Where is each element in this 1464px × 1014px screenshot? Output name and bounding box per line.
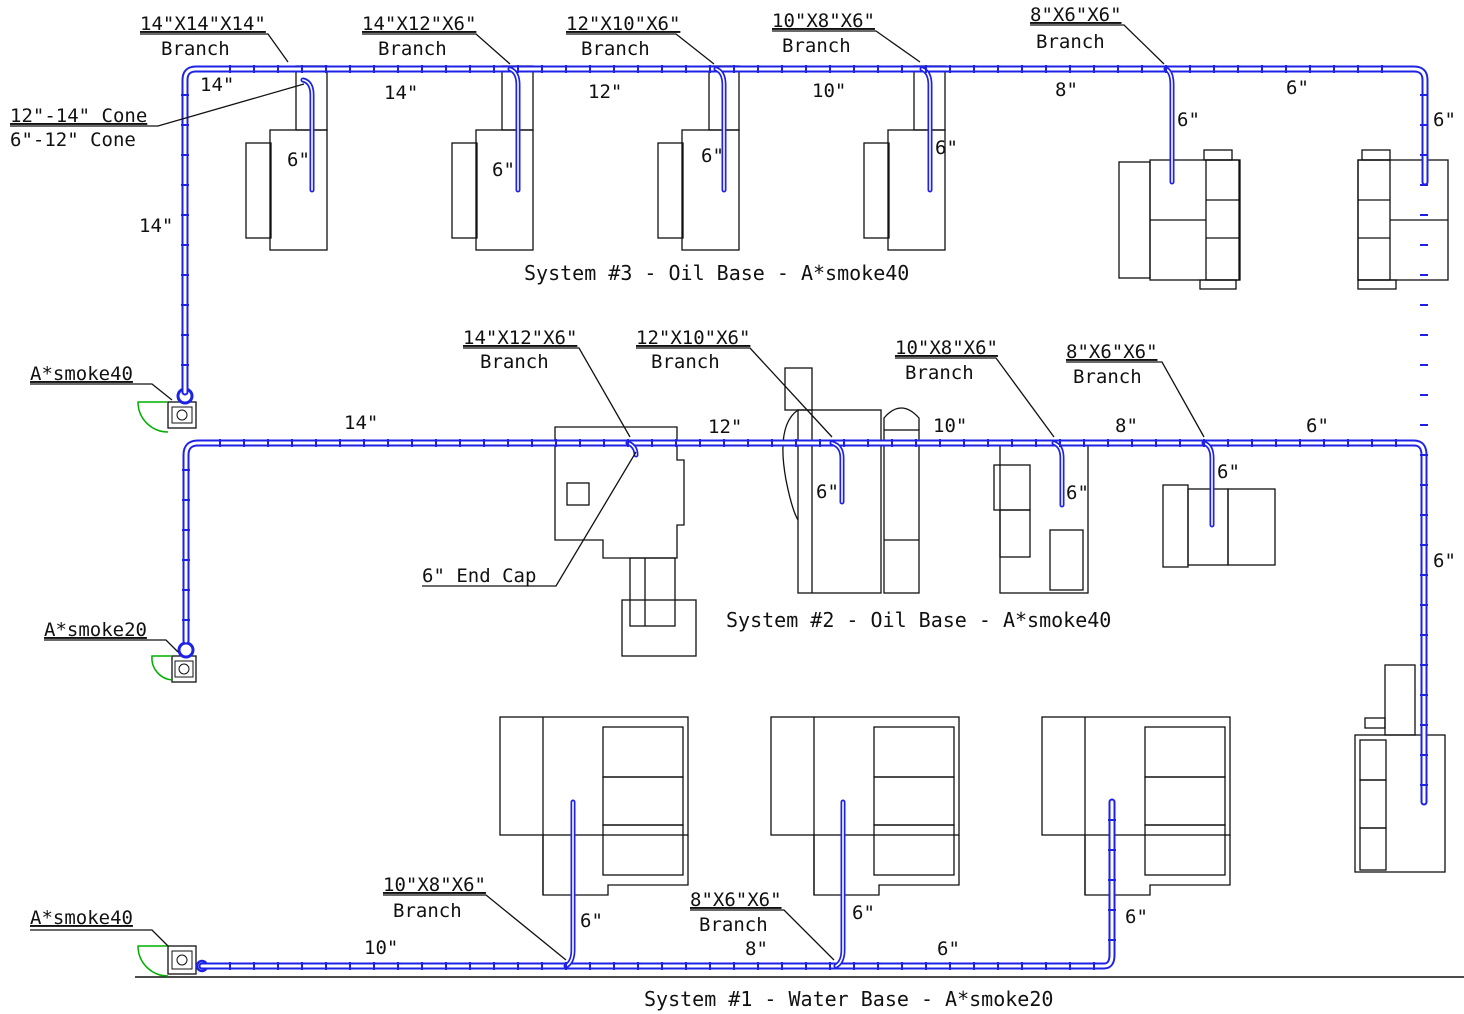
branch-word-label: Branch: [581, 38, 650, 60]
drop-size-label: 6": [1125, 906, 1148, 928]
branch-size-label: 10"X8"X6": [383, 874, 486, 896]
machines-system2: [554, 367, 1446, 873]
branch-word-label: Branch: [1073, 366, 1142, 388]
drop-size-label: 6": [580, 910, 603, 932]
branch-size-label: 14"X14"X14": [140, 13, 266, 35]
duct-size-label: 14": [139, 215, 173, 237]
branch-word-label: Branch: [651, 351, 720, 373]
system-title: System #3 - Oil Base - A*smoke40: [524, 261, 909, 285]
duct-system1: [198, 798, 1116, 970]
branch-size-label: 8"X6"X6": [1030, 4, 1122, 26]
drop-size-label: 6": [701, 145, 724, 167]
end-cap-label: 6" End Cap: [422, 565, 536, 587]
collector-label: A*smoke40: [30, 363, 133, 385]
duct-system2: [182, 439, 1428, 806]
branch-size-label: 8"X6"X6": [690, 889, 782, 911]
access-door-arc-icon: [137, 945, 169, 977]
drop-size-label: 6": [1433, 109, 1456, 131]
collector-label: A*smoke40: [30, 907, 133, 929]
branch-word-label: Branch: [782, 35, 851, 57]
duct-size-label: 10": [364, 937, 398, 959]
duct-size-label: 6": [1286, 77, 1309, 99]
drop-size-label: 6": [852, 902, 875, 924]
duct-size-label: 8": [745, 938, 768, 960]
duct-size-label: 10": [933, 415, 967, 437]
duct-size-label: 8": [1055, 79, 1078, 101]
branch-size-label: 12"X10"X6": [636, 327, 750, 349]
duct-size-label: 14": [384, 82, 418, 104]
branch-word-label: Branch: [378, 38, 447, 60]
branch-word-label: Branch: [393, 900, 462, 922]
branch-word-label: Branch: [161, 38, 230, 60]
collector-unit-icon: [167, 945, 209, 975]
duct-joint-ticks: [181, 65, 1428, 970]
drop-size-label: 6": [816, 481, 839, 503]
leader-lines: [10, 24, 1205, 961]
branch-word-label: Branch: [480, 351, 549, 373]
duct-size-label: 10": [812, 80, 846, 102]
branch-size-label: 14"X12"X6": [362, 13, 476, 35]
drop-size-label: 6": [1177, 109, 1200, 131]
drop-size-label: 6": [287, 149, 310, 171]
branch-size-label: 12"X10"X6": [566, 13, 680, 35]
machines-system3: [245, 65, 1449, 290]
cone-label: 12"-14" Cone: [10, 105, 147, 127]
access-door-arc-icon: [137, 401, 169, 433]
branch-word-label: Branch: [699, 914, 768, 936]
drop-size-label: 6": [1217, 461, 1240, 483]
cone-label: 6"-12" Cone: [10, 129, 136, 151]
branch-word-label: Branch: [1036, 31, 1105, 53]
system-title: System #2 - Oil Base - A*smoke40: [726, 608, 1111, 632]
duct-size-label: 12": [588, 81, 622, 103]
system-title: System #1 - Water Base - A*smoke20: [644, 987, 1053, 1011]
duct-size-label: 14": [200, 74, 234, 96]
drop-size-label: 6": [935, 137, 958, 159]
duct-size-label: 6": [1306, 415, 1329, 437]
duct-size-label: 6": [937, 938, 960, 960]
branch-word-label: Branch: [905, 362, 974, 384]
duct-size-label: 8": [1115, 415, 1138, 437]
branch-size-label: 10"X8"X6": [895, 337, 998, 359]
access-door-arc-icon: [151, 655, 173, 681]
collector-unit-icon: [167, 387, 197, 429]
duct-size-label: 6": [1433, 550, 1456, 572]
collector-label: A*smoke20: [44, 619, 147, 641]
machines-system1: [499, 716, 1231, 896]
branch-size-label: 8"X6"X6": [1066, 341, 1158, 363]
branch-size-label: 10"X8"X6": [772, 10, 875, 32]
branch-size-label: 14"X12"X6": [463, 327, 577, 349]
collector-unit-icon: [171, 641, 197, 683]
duct-size-label: 14": [344, 412, 378, 434]
duct-size-label: 12": [708, 416, 742, 438]
drop-size-label: 6": [492, 159, 515, 181]
drop-size-label: 6": [1066, 482, 1089, 504]
